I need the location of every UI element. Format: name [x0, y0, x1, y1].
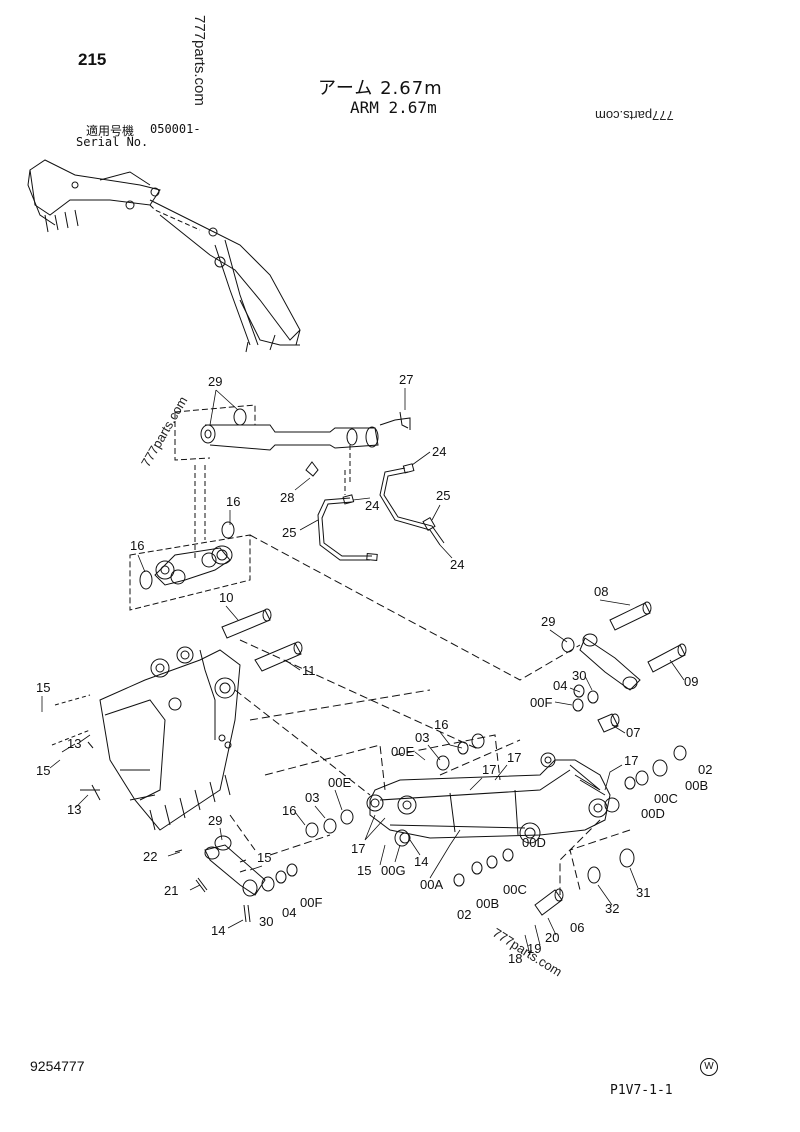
- callout-label: 24: [365, 498, 379, 513]
- callout-label: 00B: [685, 778, 708, 793]
- callout-label: 18: [508, 951, 522, 966]
- callout-label: 04: [282, 905, 296, 920]
- callout-label: 25: [282, 525, 296, 540]
- serial-label-jp: 適用号機: [86, 124, 135, 138]
- callout-label: 31: [636, 885, 650, 900]
- callout-label: 15: [257, 850, 271, 865]
- callout-label: 29: [208, 374, 222, 389]
- bucket-drawing: [51, 646, 241, 831]
- callout-label: 03: [415, 730, 429, 745]
- callout-label: 29: [208, 813, 222, 828]
- excavator-overview-drawing: [27, 159, 301, 353]
- callout-label: 11: [302, 663, 316, 678]
- callout-label: 16: [282, 803, 296, 818]
- callout-label: 00F: [530, 695, 552, 710]
- callout-label: 25: [436, 488, 450, 503]
- callout-label: 16: [226, 494, 240, 509]
- callout-label: 00C: [503, 882, 527, 897]
- callout-label: 14: [211, 923, 225, 938]
- w-circle-mark: W: [700, 1058, 718, 1076]
- title-japanese: アーム 2.67m: [318, 78, 443, 99]
- callout-label: 21: [164, 883, 178, 898]
- callout-label: 17: [507, 750, 521, 765]
- callout-label: 17: [624, 753, 638, 768]
- callout-label: 16: [130, 538, 144, 553]
- callout-label: 00B: [476, 896, 499, 911]
- callout-label: 19: [527, 941, 541, 956]
- bucket-cylinder-drawing: [174, 404, 411, 495]
- callout-label: 29: [541, 614, 555, 629]
- lower-link-drawing: [174, 835, 298, 923]
- callout-label: 15: [36, 680, 50, 695]
- callout-labels: 29 27 24 28 24 16 16 25 25 24 10 11 08 2…: [36, 372, 712, 966]
- pin-drawing: [221, 608, 303, 672]
- callout-label: 09: [684, 674, 698, 689]
- callout-label: 32: [605, 901, 619, 916]
- callout-label: 13: [67, 736, 81, 751]
- hydraulic-hose-drawing: [317, 463, 445, 561]
- serial-label-en: Serial No.: [76, 135, 149, 149]
- callout-label: 03: [305, 790, 319, 805]
- side-link-drawing: [561, 601, 687, 691]
- callout-label: 00A: [420, 877, 443, 892]
- callout-label: 10: [219, 590, 233, 605]
- bucket-link-drawing: [129, 465, 251, 611]
- callout-label: 00E: [391, 744, 414, 759]
- callout-label: 04: [553, 678, 567, 693]
- callout-label: 00D: [522, 835, 546, 850]
- callout-label: 30: [259, 914, 273, 929]
- bushing-and-washer-drawing: [305, 684, 687, 916]
- callout-label: 00C: [654, 791, 678, 806]
- callout-label: 13: [67, 802, 81, 817]
- callout-label: 17: [482, 762, 496, 777]
- callout-label: 00G: [381, 863, 406, 878]
- callout-label: 00F: [300, 895, 322, 910]
- assembly-line: [229, 534, 631, 895]
- callout-label: 30: [572, 668, 586, 683]
- title-english: ARM 2.67m: [350, 98, 437, 117]
- serial-range: 050001-: [150, 122, 201, 136]
- callout-label: 00D: [641, 806, 665, 821]
- callout-label: 14: [414, 854, 428, 869]
- callout-label: 20: [545, 930, 559, 945]
- callout-label: 15: [36, 763, 50, 778]
- callout-label: 07: [626, 725, 640, 740]
- callout-label: 16: [434, 717, 448, 732]
- callout-label: 27: [399, 372, 413, 387]
- callout-label: 02: [457, 907, 471, 922]
- page-number: 215: [78, 50, 107, 69]
- arm-drawing: [366, 752, 620, 844]
- callout-label: 06: [570, 920, 584, 935]
- callout-label: 00E: [328, 775, 351, 790]
- callout-label: 22: [143, 849, 157, 864]
- callout-label: 17: [351, 841, 365, 856]
- callout-leader-lines: [41, 388, 685, 956]
- callout-label: 15: [357, 863, 371, 878]
- callout-label: 08: [594, 584, 608, 599]
- callout-label: 02: [698, 762, 712, 777]
- callout-label: 24: [450, 557, 464, 572]
- document-number: 9254777: [30, 1058, 85, 1074]
- callout-label: 28: [280, 490, 294, 505]
- page-code: P1V7-1-1: [610, 1083, 673, 1098]
- callout-label: 24: [432, 444, 446, 459]
